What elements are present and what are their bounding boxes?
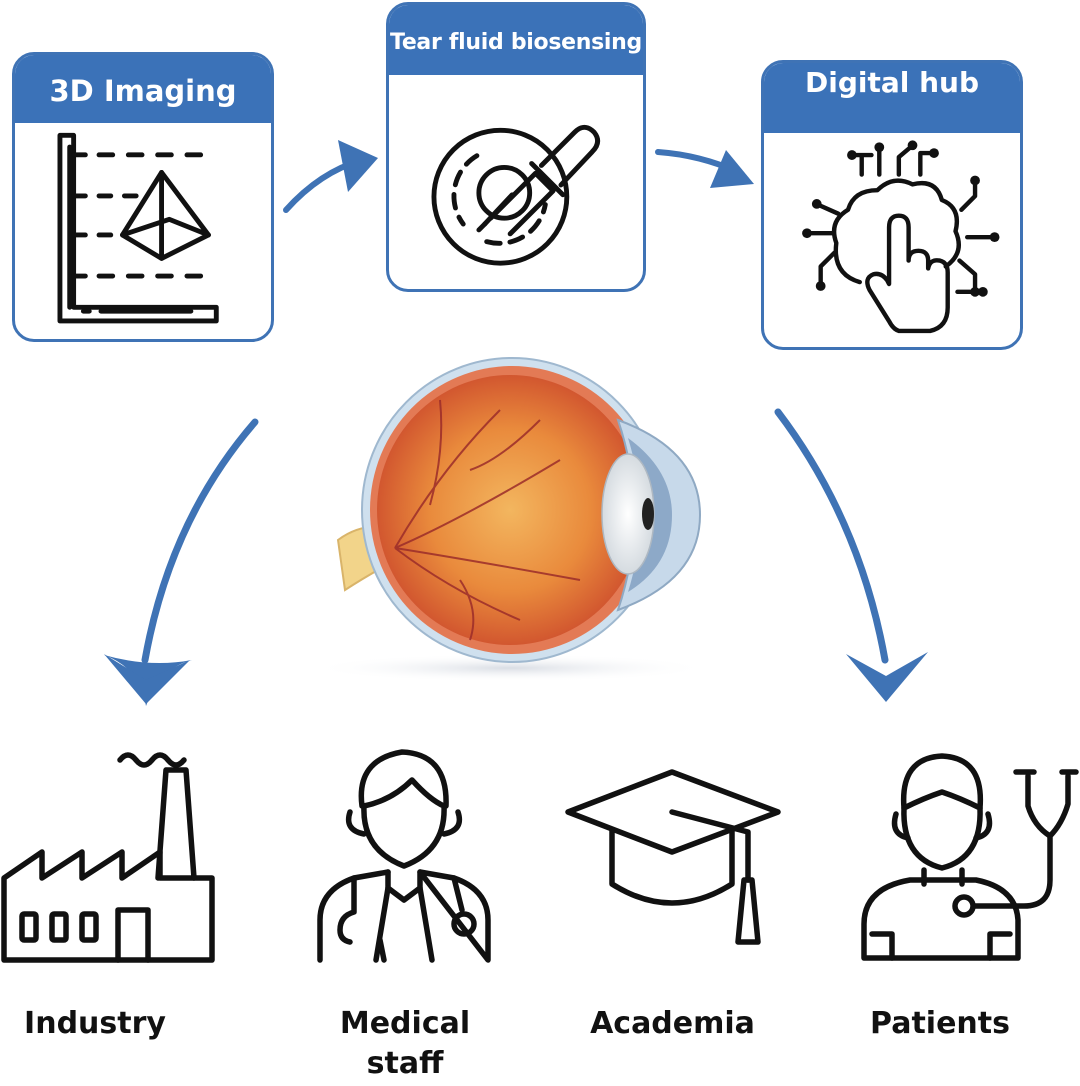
- stakeholder-label-medical-staff: Medical staff: [339, 1006, 471, 1081]
- card-title-3d-imaging: 3D Imaging: [15, 55, 271, 123]
- eye-anatomy-illustration: [310, 357, 710, 682]
- card-digital-hub: Digital hub: [761, 60, 1023, 350]
- 3d-pyramid-icon: [57, 132, 219, 324]
- stakeholder-label-academia: Academia: [590, 1006, 755, 1041]
- arrow-tear-to-hub: [655, 149, 754, 188]
- arrow-to-patients: [774, 408, 928, 702]
- arrow-imaging-to-tear: [283, 140, 378, 213]
- arrow-to-industry: [104, 418, 259, 706]
- card-tear-fluid-biosensing: Tear fluid biosensing: [386, 2, 646, 292]
- card-title-digital-hub: Digital hub: [764, 63, 1020, 133]
- digital-brain-touch-icon: [802, 140, 1000, 334]
- dropper-sample-icon: [431, 124, 601, 266]
- stakeholder-label-patients: Patients: [870, 1006, 1010, 1041]
- card-3d-imaging: 3D Imaging: [12, 52, 274, 342]
- card-title-tear-fluid: Tear fluid biosensing: [389, 5, 643, 75]
- stakeholder-label-industry: Industry: [24, 1006, 166, 1041]
